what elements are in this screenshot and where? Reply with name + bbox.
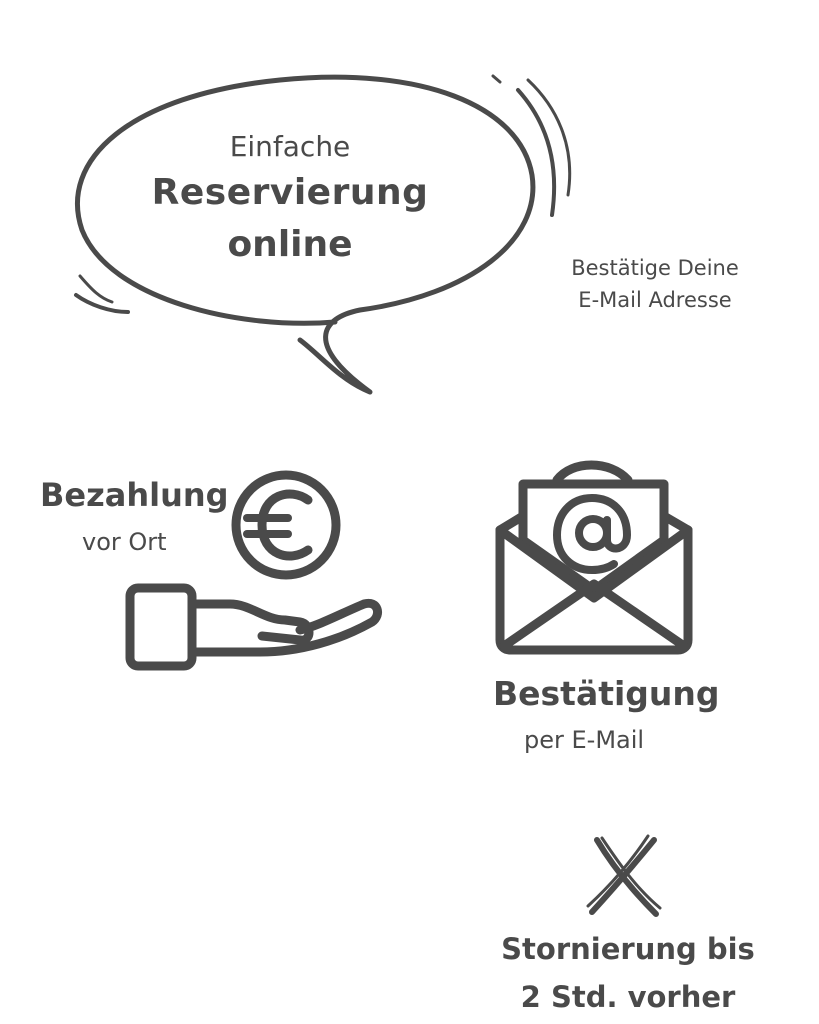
payment-title: Bezahlung (40, 476, 229, 514)
cancellation-line1: Stornierung bis (501, 932, 755, 966)
confirm-email-line1: Bestätige Deine (571, 256, 739, 280)
cancellation-line2: 2 Std. vorher (520, 980, 736, 1014)
confirm-email-line2: E-Mail Adresse (578, 288, 732, 312)
bubble-text-line2: Reservierung (151, 172, 429, 213)
confirmation-title: Bestätigung (493, 674, 720, 713)
bubble-text-line1: Einfache (229, 130, 351, 163)
payment-subtitle: vor Ort (82, 528, 167, 556)
confirmation-subtitle: per E-Mail (524, 726, 645, 754)
bubble-text-line3: online (227, 224, 353, 265)
confirm-email-text: Bestätige Deine E-Mail Adresse (540, 252, 770, 316)
